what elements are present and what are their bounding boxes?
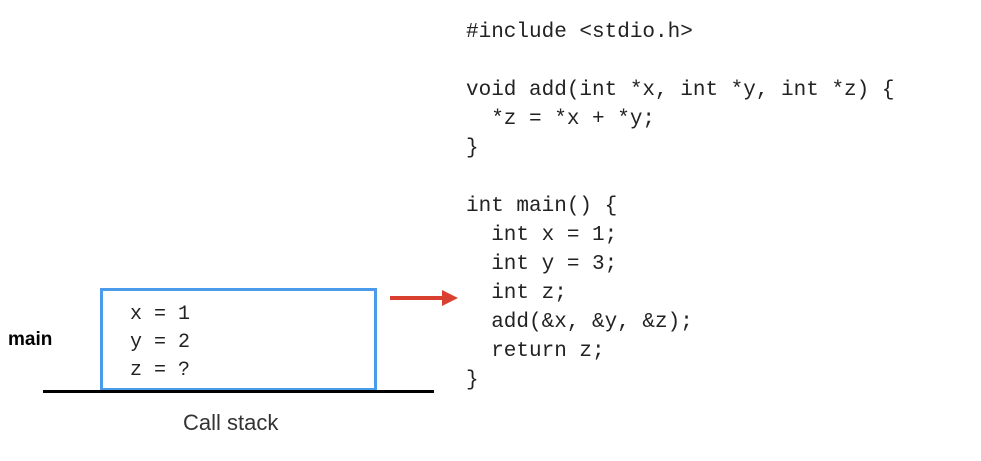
code-line: int y = 3; (466, 253, 618, 276)
code-line: } (466, 137, 479, 160)
code-line: #include <stdio.h> (466, 21, 693, 44)
code-line: int x = 1; (466, 224, 618, 247)
stack-base-line (43, 390, 434, 393)
code-line: } (466, 369, 479, 392)
frame-variable: x = 1 (130, 303, 191, 326)
code-line: return z; (466, 340, 605, 363)
code-line (466, 47, 894, 76)
code-line (466, 163, 894, 192)
code-line: int main() { (466, 195, 618, 218)
code-line: void add(int *x, int *y, int *z) { (466, 79, 895, 102)
frame-variables: x = 1 y = 2 z = ? (130, 301, 190, 385)
stack-frame-main: x = 1 y = 2 z = ? (100, 288, 377, 391)
source-code: #include <stdio.h> void add(int *x, int … (466, 18, 894, 395)
frame-variable: z = ? (130, 359, 191, 382)
code-line: *z = *x + *y; (466, 108, 656, 131)
code-line: add(&x, &y, &z); (466, 311, 693, 334)
arrow-head (442, 290, 458, 306)
stack-caption: Call stack (183, 410, 279, 435)
right-arrow-icon (390, 290, 458, 306)
frame-variable: y = 2 (130, 331, 191, 354)
code-line-current: int z; (466, 282, 567, 305)
frame-label-main: main (8, 329, 53, 350)
